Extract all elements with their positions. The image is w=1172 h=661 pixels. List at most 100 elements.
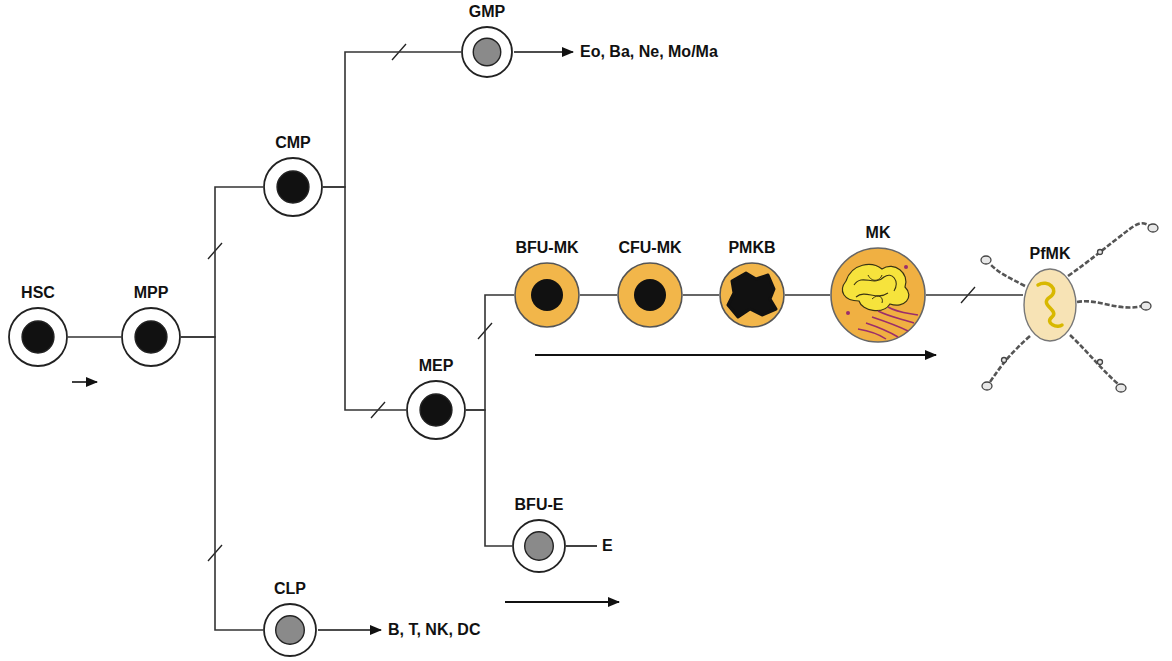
lineage-output: E [602, 537, 613, 555]
granule-streaks [858, 307, 918, 339]
cell-shape [514, 262, 580, 328]
cell-nucleus [728, 273, 776, 317]
bead [1002, 358, 1007, 363]
cell-drawing [263, 603, 317, 657]
cell-node: PMKB [719, 239, 785, 328]
cell-drawing [617, 262, 683, 328]
cell-node: BFU-E [512, 496, 566, 573]
lineage-line [580, 294, 617, 296]
lineage-line [466, 295, 514, 410]
bead [981, 256, 991, 264]
granule [846, 311, 850, 315]
cell-drawing [263, 157, 323, 217]
cell-label: CFU-MK [618, 239, 681, 257]
cell-label: MK [866, 224, 891, 242]
cell-part [854, 275, 896, 297]
cell-shape [719, 262, 785, 328]
cell-shape [121, 307, 181, 367]
flow-line [566, 545, 597, 547]
flow-arrows [72, 52, 936, 630]
cell-node: PfMK [1023, 245, 1077, 342]
cell-membrane [515, 263, 579, 327]
cell-label: BFU-E [515, 496, 564, 514]
cell-shape [617, 262, 683, 328]
lineage-line [785, 294, 830, 296]
cell-label: GMP [469, 3, 505, 21]
cell-part [868, 275, 882, 303]
streak [888, 307, 918, 315]
cell-node: MK [830, 224, 926, 343]
lineage-line [68, 336, 121, 338]
cell-node: GMP [461, 3, 513, 78]
cell-drawing [8, 307, 68, 367]
cell-shape [406, 380, 466, 440]
granule [904, 265, 908, 269]
strand [1070, 335, 1118, 384]
cell-drawing [830, 247, 926, 343]
cell-node: BFU-MK [514, 239, 580, 328]
cell-shape [1023, 268, 1077, 342]
cell-nucleus [135, 321, 167, 353]
cell-shape [263, 157, 323, 217]
cell-nucleus [276, 616, 305, 645]
cell-drawing [121, 307, 181, 367]
cell-drawing [512, 519, 566, 573]
cell-drawing [406, 380, 466, 440]
lineage-output: Eo, Ba, Ne, Mo/Ma [580, 43, 718, 61]
cell-drawing [719, 262, 785, 328]
cell-node: MEP [406, 357, 466, 440]
cell-drawing [514, 262, 580, 328]
cell-nucleus [531, 279, 563, 311]
bead [1116, 384, 1126, 392]
lineage-line [181, 187, 263, 337]
cell-shape [830, 247, 926, 343]
bead [1098, 250, 1103, 255]
strand [990, 264, 1025, 286]
bead [1148, 224, 1158, 232]
bead [982, 382, 992, 390]
streak [866, 323, 898, 337]
lineage-line [323, 52, 461, 187]
cell-nucleus [473, 38, 501, 66]
cell-nucleus [1038, 283, 1062, 326]
lineage-output: B, T, NK, DC [388, 621, 480, 639]
slash-marks [208, 44, 975, 561]
cell-nucleus [277, 171, 309, 203]
cell-drawing [1023, 268, 1077, 342]
cell-membrane [720, 263, 784, 327]
cell-label: MEP [419, 357, 454, 375]
cell-nucleus [420, 394, 452, 426]
cell-node: CMP [263, 134, 323, 217]
lineage-line [181, 337, 263, 630]
cell-shape [461, 26, 513, 78]
cell-node: CLP [263, 580, 317, 657]
cell-label: CMP [275, 134, 311, 152]
proplatelet-strands [990, 223, 1150, 384]
cell-label: HSC [21, 284, 55, 302]
strand [1077, 301, 1142, 307]
cell-membrane [264, 604, 316, 656]
cell-membrane [831, 248, 925, 342]
cell-nucleus [22, 321, 54, 353]
cell-label: PMKB [728, 239, 775, 257]
flow-arrow [535, 354, 936, 356]
cell-membrane [462, 27, 512, 77]
cell-membrane [1024, 269, 1076, 341]
strand [990, 336, 1030, 382]
cell-label: CLP [274, 580, 306, 598]
cell-label: PfMK [1030, 245, 1071, 263]
cell-membrane [513, 520, 565, 572]
lineage-line [683, 294, 719, 296]
streak [858, 329, 886, 339]
lineage-line [926, 294, 1023, 296]
cell-node: HSC [8, 284, 68, 367]
cell-nucleus [842, 265, 918, 339]
cell-membrane [122, 308, 180, 366]
cell-drawing [461, 26, 513, 78]
cell-shape [8, 307, 68, 367]
platelet-beads [981, 224, 1158, 392]
lineage-line [466, 410, 512, 546]
cell-nucleus [634, 279, 666, 311]
flow-arrow [505, 601, 619, 603]
